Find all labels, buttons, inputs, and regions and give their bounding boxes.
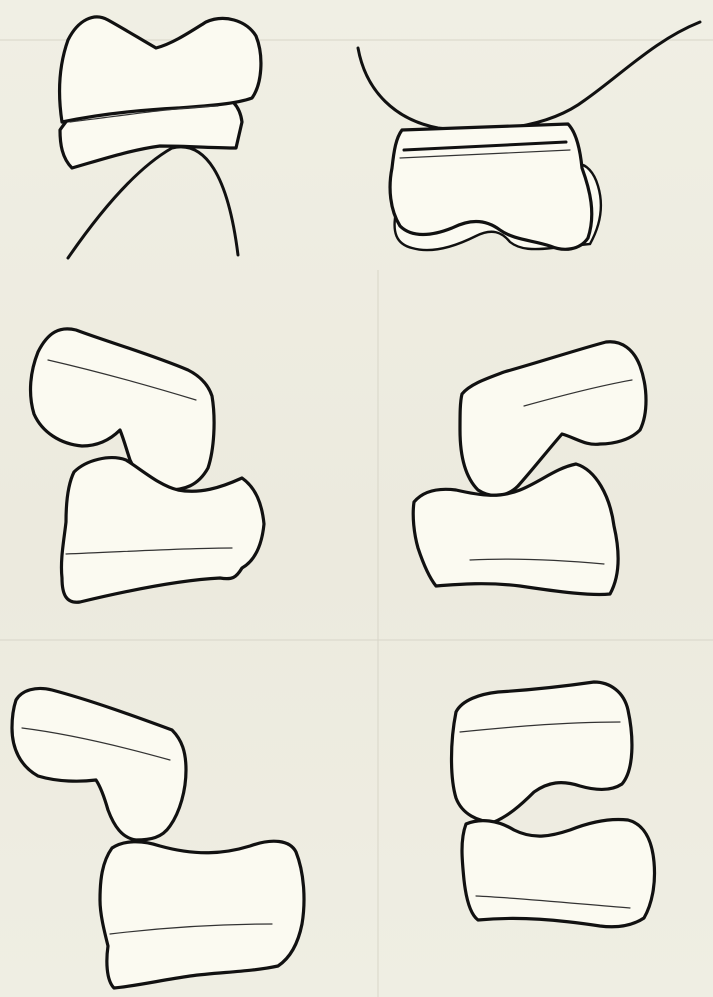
lower-bone-bottom-right	[462, 819, 655, 926]
panel-bottom-right	[452, 682, 655, 927]
panel-middle-left	[31, 329, 264, 602]
upper-bone-bottom-right	[452, 682, 632, 822]
panel-middle-right	[413, 342, 646, 595]
lower-bone-arc	[68, 147, 238, 258]
upper-bone-arc	[358, 22, 700, 130]
panel-top-right	[358, 22, 700, 250]
upper-bone-bottom-left	[12, 688, 186, 840]
panel-bottom-left	[12, 688, 304, 988]
panel-top-left	[60, 17, 261, 258]
lower-bone-bottom-left	[100, 841, 304, 988]
